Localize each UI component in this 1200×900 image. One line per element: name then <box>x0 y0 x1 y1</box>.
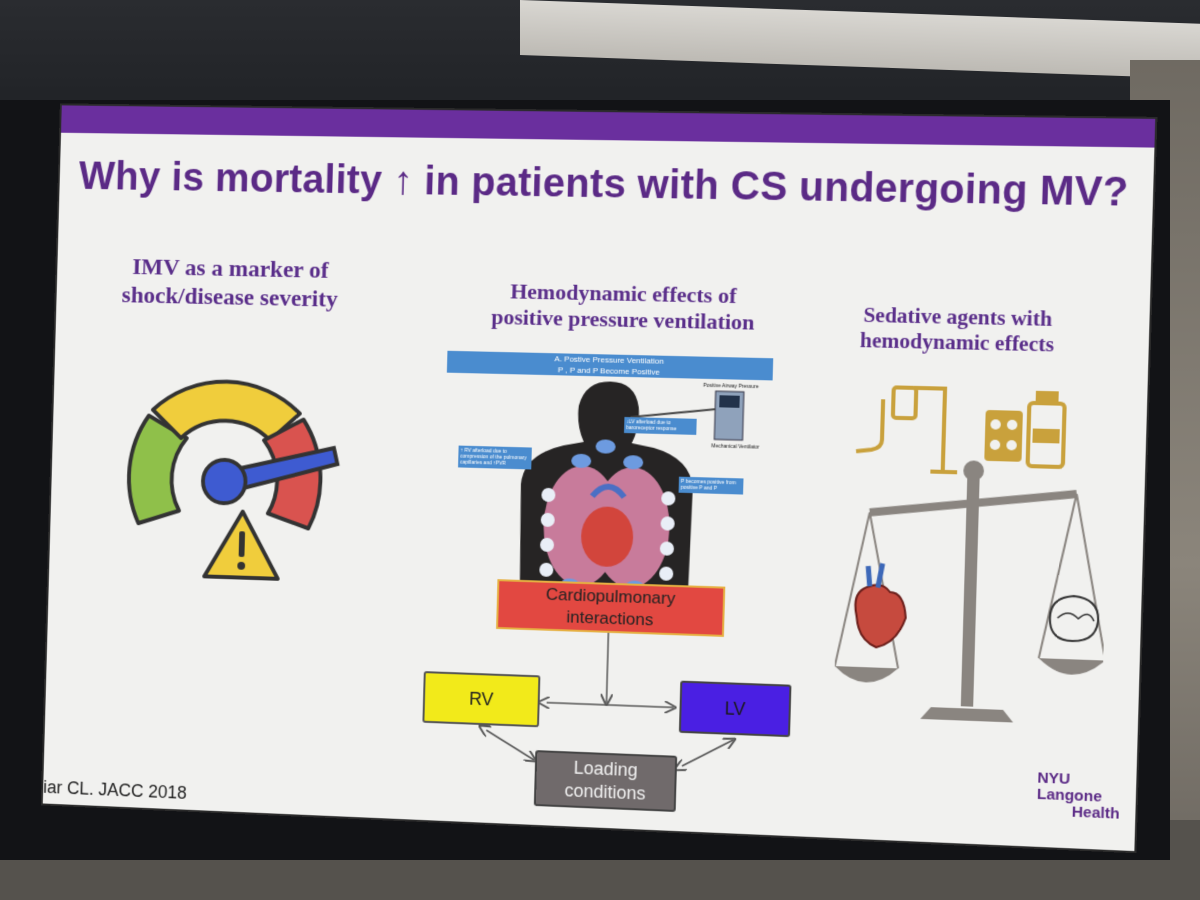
warning-triangle-icon <box>204 511 279 579</box>
cardiopulmonary-interactions-box: Cardiopulmonary interactions <box>496 579 725 637</box>
box-line: Loading <box>565 756 647 782</box>
logo-line: NYU Langone <box>1037 770 1132 807</box>
presentation-slide: Why is mortality ↑ in patients with CS u… <box>43 105 1155 851</box>
ppv-note-rv: ↑ RV afterload due to compression of the… <box>458 446 532 470</box>
heart-icon <box>854 563 907 649</box>
balance-scale-icon <box>833 439 1109 732</box>
rv-box: RV <box>422 671 540 727</box>
heading-line: positive pressure ventilation <box>463 304 784 337</box>
column-heading-sedative: Sedative agents with hemodynamic effects <box>823 302 1092 359</box>
ppv-note-positive: P becomes positive from positive P and P <box>679 477 744 495</box>
nyu-langone-logo: NYU Langone Health <box>1036 770 1131 823</box>
loading-conditions-box: Loading conditions <box>534 750 677 812</box>
ppv-note-lv: ↓LV afterload due to baroreceptor respon… <box>624 417 697 435</box>
column-heading-imv: IMV as a marker of shock/disease severit… <box>85 252 376 315</box>
logo-line: Health <box>1036 803 1130 823</box>
column-heading-hemodynamic: Hemodynamic effects of positive pressure… <box>463 278 785 338</box>
heading-line: hemodynamic effects <box>823 327 1091 359</box>
lv-box: LV <box>679 681 792 738</box>
box-line: interactions <box>545 606 675 632</box>
heading-line: shock/disease severity <box>85 281 376 315</box>
ppv-diagram: A. Postive Pressure Ventilation P , P an… <box>441 351 774 606</box>
box-line: Cardiopulmonary <box>546 584 676 610</box>
brain-icon <box>1049 595 1099 642</box>
box-line: conditions <box>564 779 646 805</box>
speedometer-gauge-icon <box>77 326 374 590</box>
slide-title: Why is mortality ↑ in patients with CS u… <box>78 155 1138 216</box>
slide-citation: iar CL. JACC 2018 <box>43 777 187 804</box>
